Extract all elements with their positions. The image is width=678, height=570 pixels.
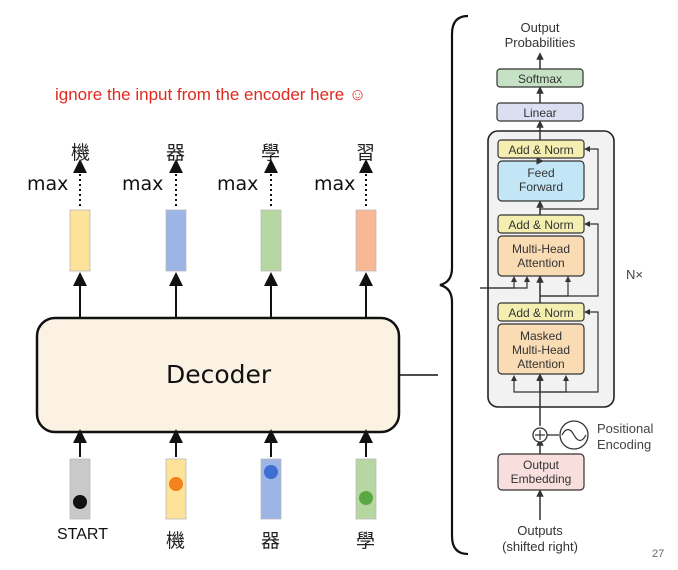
input-token-3: 器 [261,530,281,552]
nx-label: N× [626,267,643,282]
max-label-4: max [314,173,356,195]
residual-1 [540,309,599,393]
outputs-label: Outputs (shifted right) [502,523,578,554]
residual-2 [540,221,599,297]
max-label-3: max [217,173,259,195]
input-token-2: 機 [166,530,186,552]
input-bar-1 [69,458,91,520]
sine-wave-icon [561,428,587,442]
output-probabilities-label: Output Probabilities [504,20,576,50]
input-dot-4 [359,491,373,505]
note-text: ignore the input from the encoder here ☺ [55,85,367,104]
decoder-label: Decoder [166,360,272,389]
input-token-4: 學 [356,530,376,552]
masked-attention-label: Masked Multi-Head Attention [511,329,571,371]
max-label-2: max [122,173,164,195]
output-char-2: 器 [166,142,186,164]
max-label-1: max [27,173,69,195]
input-dot-2 [169,477,183,491]
output-char-4: 習 [356,142,376,164]
brace [439,14,469,556]
input-dot-1 [73,495,87,509]
output-embedding-label: Output Embedding [510,458,572,486]
positional-encoding-label: Positional Encoding [597,421,654,452]
page-number: 27 [652,548,665,560]
output-bar-4 [355,209,377,272]
input-bar-4 [355,458,377,520]
multi-head-attention-label: Multi-Head Attention [511,242,571,270]
add-norm-label-2: Add & Norm [508,218,574,232]
mha-input-arrow-enc2 [480,276,530,289]
linear-label: Linear [523,106,557,120]
feed-forward-label: Feed Forward [518,166,563,194]
output-char-3: 學 [261,142,281,164]
input-dot-3 [264,465,278,479]
output-bar-3 [260,209,282,272]
output-bar-1 [69,209,91,272]
output-char-1: 機 [71,142,91,164]
add-norm-label-3: Add & Norm [508,143,574,157]
masked-input-arrow-1 [511,375,540,393]
add-norm-label-1: Add & Norm [508,306,574,320]
residual-3 [540,146,599,210]
output-bar-2 [165,209,187,272]
input-token-start: START [57,526,108,543]
softmax-label: Softmax [517,72,562,86]
